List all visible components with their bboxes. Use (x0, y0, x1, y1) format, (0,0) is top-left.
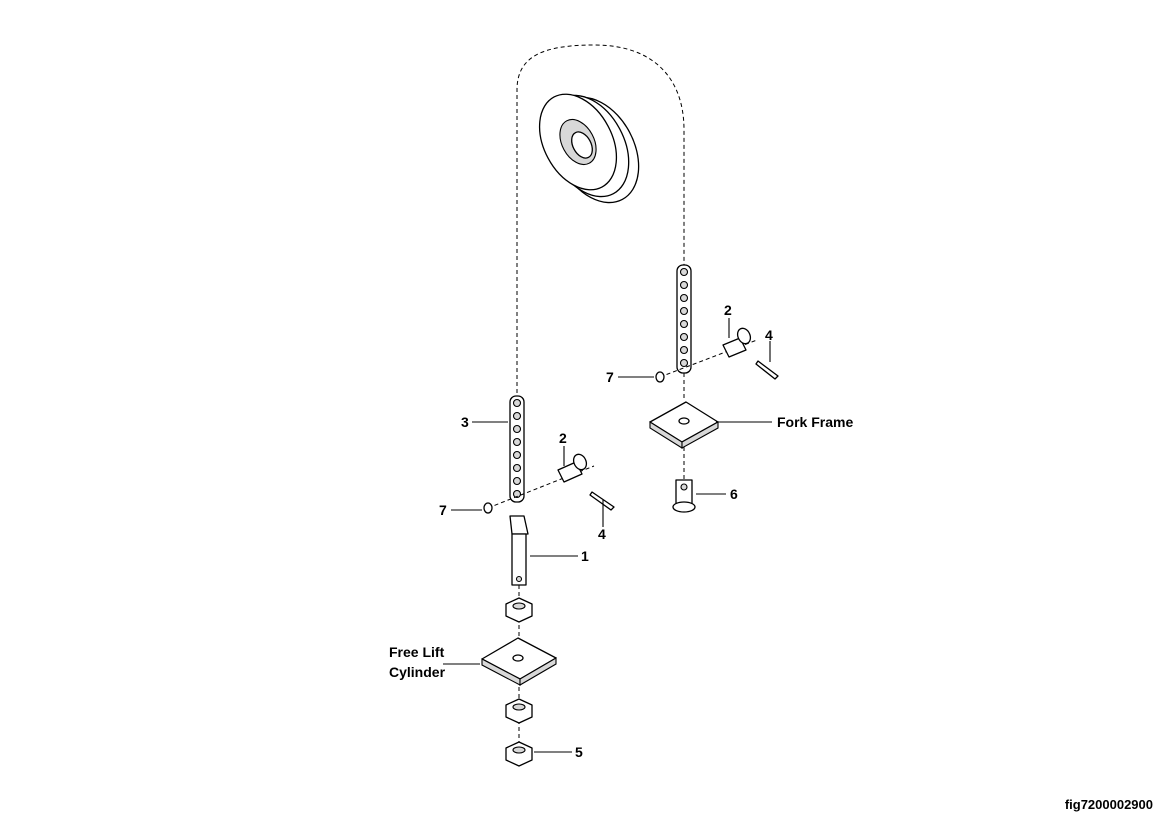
anchor-bolt-1 (509, 515, 529, 586)
callout-left-2: 2 (559, 430, 567, 446)
right-washer (655, 371, 665, 383)
sheave-pulley (538, 93, 640, 204)
label-free-lift-line1: Free Lift (389, 644, 445, 660)
callout-right-7: 7 (606, 369, 614, 385)
left-leaf-chain (509, 395, 525, 503)
figure-id: fig7200002900 (1065, 797, 1153, 812)
free-lift-cylinder-plate (481, 637, 557, 686)
callout-left-4: 4 (598, 526, 606, 542)
upper-nut (505, 597, 533, 623)
callout-3: 3 (461, 414, 469, 430)
right-cotter-pin (755, 360, 779, 380)
left-washer (483, 502, 493, 514)
callout-5: 5 (575, 744, 583, 760)
jam-nut-5 (505, 741, 533, 767)
lower-nut (505, 698, 533, 724)
left-clevis-pin (557, 453, 588, 483)
label-free-lift-line2: Cylinder (389, 664, 446, 680)
callout-right-4: 4 (765, 327, 773, 343)
left-pin-axis (487, 465, 595, 509)
callout-left-7: 7 (439, 502, 447, 518)
chain-anchor-6 (672, 479, 696, 513)
callout-6: 6 (730, 486, 738, 502)
callout-1: 1 (581, 548, 589, 564)
right-clevis-pin (722, 327, 752, 358)
callout-right-2: 2 (724, 302, 732, 318)
left-cotter-pin (589, 491, 615, 511)
chain-path-dashed (516, 44, 685, 400)
label-fork-frame: Fork Frame (777, 414, 853, 430)
right-leaf-chain (676, 264, 692, 374)
fork-frame-plate (649, 401, 719, 449)
